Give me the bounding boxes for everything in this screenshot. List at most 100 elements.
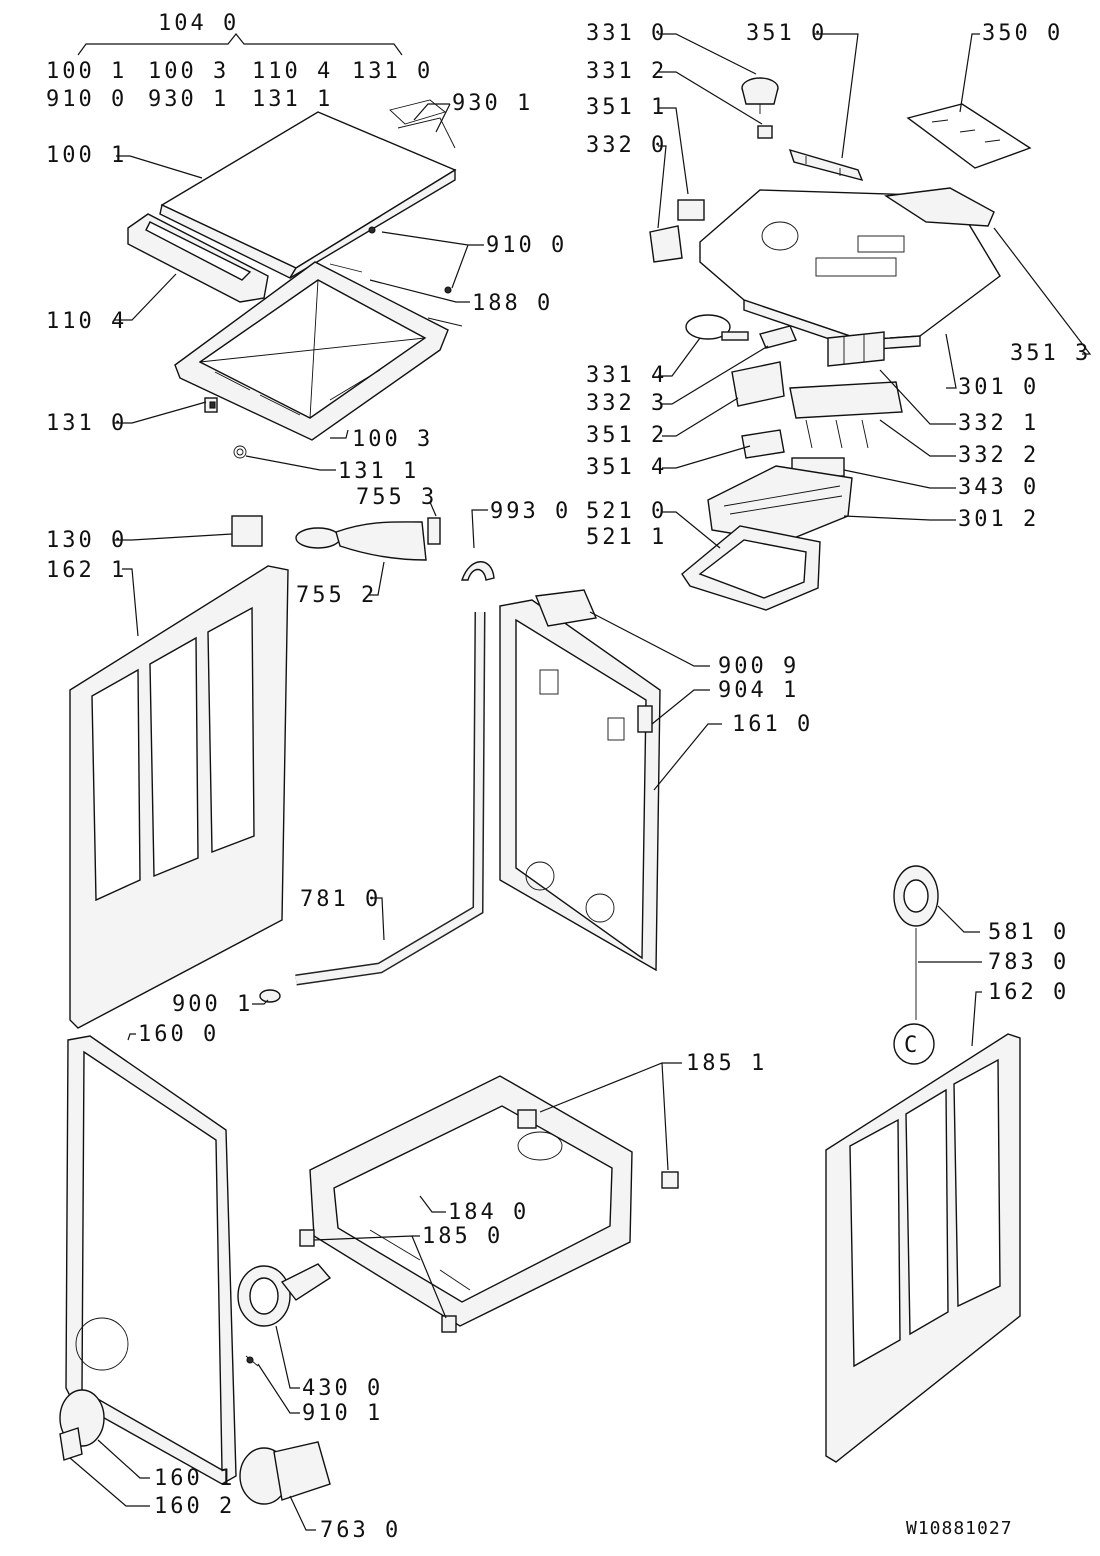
part-contact-351-4	[741, 429, 785, 459]
part-screw-910-1	[245, 1355, 259, 1367]
callout-332-0: 332 0	[586, 133, 667, 158]
part-air-hose-755-2	[295, 521, 427, 561]
callout-332-1: 332 1	[958, 411, 1039, 436]
callout-160-2: 160 2	[154, 1494, 235, 1519]
callout-521-0: 521 0	[586, 499, 667, 524]
callout-351-2: 351 2	[586, 423, 667, 448]
callout-930-1: 930 1	[452, 91, 533, 116]
part-rear-panel-161-0	[499, 599, 661, 972]
callout-185-0: 185 0	[422, 1224, 503, 1249]
part-pressure-switch-130-0	[231, 515, 263, 547]
part-cover-351-3	[884, 187, 995, 227]
callout-581-0: 581 0	[988, 920, 1069, 945]
callout-331-0: 331 0	[586, 21, 667, 46]
part-display-board-350-0	[906, 103, 1032, 169]
callout-130-0: 130 0	[46, 528, 127, 553]
part-ring-c: C	[893, 1023, 935, 1065]
callout-162-1: 162 1	[46, 558, 127, 583]
part-side-panel-162-1	[69, 565, 289, 1029]
callout-350-0: 350 0	[982, 21, 1063, 46]
part-pulley-581-0	[893, 865, 939, 927]
part-base-frame-184-0	[309, 1075, 633, 1327]
part-connector-904-1	[637, 705, 653, 733]
callout-910-1: 910 1	[302, 1401, 383, 1426]
part-lever-351-1	[677, 199, 705, 221]
callout-131-0: 131 0	[46, 411, 127, 436]
callout-900-9: 900 9	[718, 654, 799, 679]
part-top-cover	[159, 111, 457, 279]
callout-160-0: 160 0	[138, 1022, 219, 1047]
callout-910-0: 910 0	[486, 233, 567, 258]
part-filter-763-0	[239, 1441, 331, 1505]
part-side-panel-162-0	[825, 1033, 1021, 1463]
part-suspension-900-9	[535, 589, 597, 627]
callout-783-0: 783 0	[988, 950, 1069, 975]
part-foot-185-1	[517, 1109, 679, 1189]
part-cap-332-3	[759, 325, 797, 349]
part-tray-521-0	[681, 525, 821, 611]
part-clip-755-3	[427, 517, 441, 545]
part-hose-clip-993-0	[461, 561, 495, 581]
ring-c-glyph: C	[904, 1033, 917, 1058]
group-member-110-4: 110 4	[252, 59, 333, 84]
part-front-panel-160-0	[65, 1035, 237, 1485]
part-electronic-board-301-2	[707, 465, 853, 543]
part-control-knob-331-0	[741, 77, 779, 114]
group-brace-104-0: 104 0 100 1 100 3 110 4 131 0 910 0 930 …	[46, 11, 433, 112]
callout-100-3: 100 3	[352, 427, 433, 452]
callout-162-0: 162 0	[988, 980, 1069, 1005]
part-top-frame-100-3	[174, 261, 449, 441]
part-lid-hinge-131-0	[204, 397, 218, 413]
callout-755-3: 755 3	[356, 485, 437, 510]
group-member-100-3: 100 3	[148, 59, 229, 84]
callout-351-1: 351 1	[586, 95, 667, 120]
callout-160-1: 160 1	[154, 1466, 235, 1491]
part-screws-910-0	[329, 226, 463, 327]
callout-100-1: 100 1	[46, 143, 127, 168]
reference-code: W10881027	[906, 1518, 1013, 1539]
group-member-131-1: 131 1	[252, 87, 333, 112]
part-switch-351-2	[731, 361, 785, 407]
leader-lines	[69, 33, 1092, 1531]
callout-763-0: 763 0	[320, 1518, 401, 1543]
part-hinge-160-2	[59, 1427, 83, 1461]
part-lid-handle	[127, 213, 269, 303]
callout-904-1: 904 1	[718, 678, 799, 703]
callout-351-0: 351 0	[746, 21, 827, 46]
callout-430-0: 430 0	[302, 1376, 383, 1401]
callout-332-2: 332 2	[958, 443, 1039, 468]
callout-781-0: 781 0	[300, 887, 381, 912]
callout-351-3: 351 3	[1010, 341, 1091, 366]
group-member-100-1: 100 1	[46, 59, 127, 84]
part-keys-332-1	[827, 331, 885, 367]
part-drain-hose-781-0	[295, 611, 486, 986]
callout-185-1: 185 1	[686, 1051, 767, 1076]
part-lens-331-4	[685, 314, 749, 341]
part-hinge-spring-131-1	[233, 445, 247, 459]
part-lid-wire-930	[389, 99, 456, 149]
callout-900-1: 900 1	[172, 992, 253, 1017]
callout-301-0: 301 0	[958, 375, 1039, 400]
part-knob-insert-331-2	[757, 125, 773, 139]
callout-755-2: 755 2	[296, 583, 377, 608]
group-member-930-1: 930 1	[148, 87, 229, 112]
part-button-holder-332-0	[649, 225, 683, 263]
callout-351-4: 351 4	[586, 455, 667, 480]
part-clamp-900-1	[259, 989, 281, 1003]
callout-184-0: 184 0	[448, 1200, 529, 1225]
group-member-131-0: 131 0	[352, 59, 433, 84]
group-member-910-0: 910 0	[46, 87, 127, 112]
callout-331-4: 331 4	[586, 363, 667, 388]
callout-993-0: 993 0	[490, 499, 571, 524]
callout-331-2: 331 2	[586, 59, 667, 84]
part-drain-pump-430-0	[237, 1263, 332, 1327]
callout-521-1: 521 1	[586, 525, 667, 550]
part-key-block-332-2	[789, 381, 903, 449]
callout-labels: 930 1 100 1 910 0 110 4 188 0 131 0 100 …	[46, 21, 1091, 1543]
callout-188-0: 188 0	[472, 291, 553, 316]
part-bracket-351-0	[788, 148, 864, 182]
callout-131-1: 131 1	[338, 459, 419, 484]
group-label: 104 0	[158, 11, 239, 36]
callout-343-0: 343 0	[958, 475, 1039, 500]
